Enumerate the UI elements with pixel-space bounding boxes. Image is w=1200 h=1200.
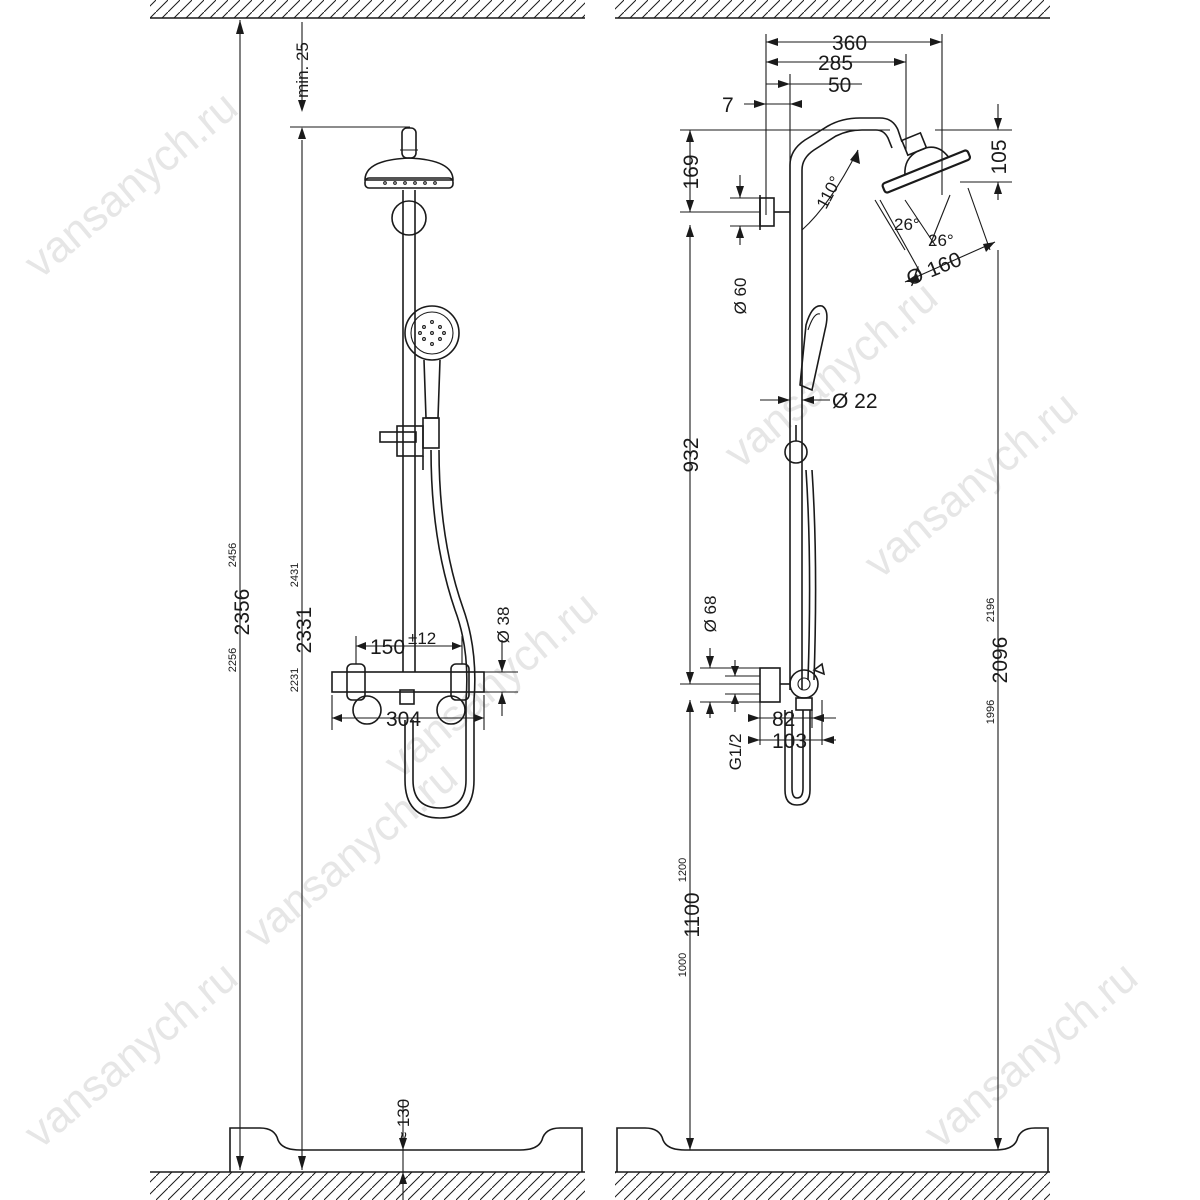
dim-inlet-spacing: 150 ±12 — [355, 629, 463, 664]
front-hand-shower — [379, 305, 460, 470]
bar-min-label: 2231 — [289, 668, 301, 692]
spray-angle-2-label: 26° — [928, 231, 954, 250]
watermark: vansanych.ru — [15, 82, 247, 288]
bar-max-label: 2431 — [289, 563, 301, 587]
front-rail — [402, 190, 416, 672]
mixer-depth-1-label: 82 — [772, 708, 795, 731]
mixer-diameter-label: Ø 38 — [494, 607, 513, 644]
dim-mixer-height: 1100 1000 1200 — [677, 660, 760, 1150]
head-angle-label: 110° — [813, 173, 846, 212]
side-mixer — [759, 662, 826, 711]
head-height-label: 105 — [988, 139, 1011, 174]
head-top-label: 2096 — [989, 637, 1012, 684]
dim-mixer-diameter: Ø 38 — [478, 607, 518, 716]
mixer-height-label: 1100 — [681, 892, 704, 937]
watermarks: vansanych.ru vansanych.ru vansanych.ru v… — [15, 82, 1147, 1158]
wall-gap-label: 7 — [722, 94, 734, 117]
rail-length-label: 932 — [680, 437, 703, 472]
head-drop-label: 169 — [680, 154, 703, 189]
mixer-depth-2-label: 103 — [772, 730, 807, 753]
inlet-spacing-label: 150 — [370, 636, 405, 659]
head-top-min-label: 1996 — [985, 700, 997, 724]
head-diameter-label: Ø 160 — [903, 248, 965, 291]
mixer-max-label: 1200 — [677, 858, 689, 882]
dim-head-top: 2096 1996 2196 — [960, 181, 1012, 1150]
dim-inlet-thread: G1/2 — [725, 660, 760, 770]
bracket-diameter-label: Ø 60 — [731, 278, 750, 315]
floor-clearance-label: ≈ 130 — [394, 1099, 413, 1141]
front-hose — [404, 449, 476, 819]
watermark: vansanych.ru — [15, 952, 247, 1158]
angle-annotations: 110° 26° 26° Ø 160 — [801, 149, 996, 291]
rail-diameter-label: Ø 22 — [832, 390, 878, 413]
ceiling-hatch-right — [615, 0, 1050, 19]
inlet-tolerance-label: ±12 — [408, 629, 436, 648]
mixer-width-label: 304 — [386, 708, 421, 731]
dim-side-mixer-diameter: Ø 68 — [700, 596, 760, 718]
side-hose — [784, 469, 817, 806]
dim-total-height: 2356 2256 2456 — [227, 20, 254, 1170]
side-mixer-diameter-label: Ø 68 — [701, 596, 720, 633]
dim-head-drop: 169 — [680, 129, 890, 213]
dim-min-clearance: min. 25 — [290, 22, 410, 139]
reach-bar-label: 50 — [828, 74, 851, 97]
shower-tray-right — [615, 1127, 1050, 1200]
total-height-label: 2356 — [231, 589, 254, 636]
dim-rail-diameter: Ø 22 — [760, 390, 878, 413]
side-hand-shower — [799, 305, 828, 392]
side-shower-head — [881, 131, 972, 194]
watermark: vansanych.ru — [235, 752, 467, 958]
bar-height-label: 2331 — [293, 607, 316, 654]
slider-knob — [784, 440, 808, 464]
side-rail — [759, 117, 903, 690]
front-shower-head — [364, 127, 454, 236]
dim-mixer-depth: 82 103 — [748, 700, 836, 753]
ceiling-hatch-left — [150, 0, 585, 19]
spray-angle-1-label: 26° — [894, 215, 920, 234]
total-max-label: 2456 — [227, 543, 239, 567]
watermark: vansanych.ru — [855, 382, 1087, 588]
reach-head-label: 285 — [818, 52, 853, 75]
dim-rail-length: 932 — [680, 225, 703, 660]
front-view: 2356 2256 2456 min. 25 2331 2231 2431 — [150, 0, 585, 1200]
watermark: vansanych.ru — [375, 582, 607, 788]
dim-floor-clearance: ≈ 130 — [394, 1099, 413, 1200]
inlet-thread-label: G1/2 — [726, 734, 745, 771]
min-clearance-label: min. 25 — [293, 42, 312, 98]
dim-head-height: 105 — [935, 104, 1012, 200]
reach-total-label: 360 — [832, 32, 867, 55]
shower-tray-left — [150, 1127, 585, 1200]
mixer-min-label: 1000 — [677, 953, 689, 977]
dim-bar-height: 2331 2231 2431 — [289, 140, 316, 1170]
dim-bracket-diameter: Ø 60 — [730, 175, 760, 314]
head-top-max-label: 2196 — [985, 598, 997, 622]
total-min-label: 2256 — [227, 648, 239, 672]
dim-mixer-width: 304 — [331, 695, 485, 731]
watermark: vansanych.ru — [915, 952, 1147, 1158]
side-view: 360 285 50 7 — [615, 0, 1050, 1200]
